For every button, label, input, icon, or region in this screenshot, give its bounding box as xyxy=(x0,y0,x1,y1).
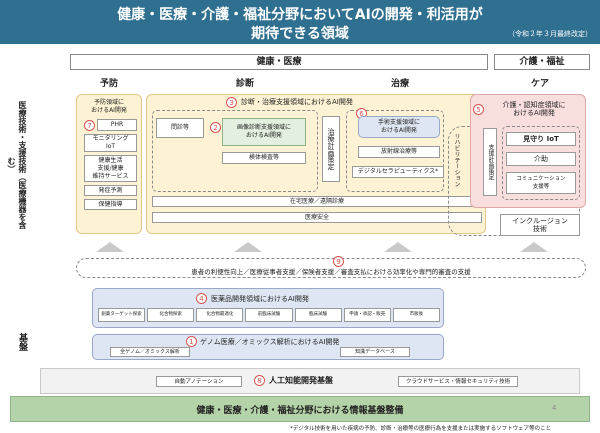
genome-title: ゲノム医療／オミックス解析におけるAI開発 xyxy=(200,338,340,346)
footnote: *デジタル技術を用いた疾病の予防、診断・治療等の医療行為を支援または実施するソフ… xyxy=(290,426,552,432)
page-title: 健康・医療・介護・福祉分野においてAIの開発・利活用が xyxy=(117,7,483,23)
treatment-plan-box: 治療計画策定 xyxy=(322,116,340,182)
item-medical-safety: 医療安全 xyxy=(152,212,482,223)
arrow-treatment xyxy=(384,242,412,252)
item-home-remote: 在宅医療／遠隔診療 xyxy=(152,196,482,207)
imaging-ai-box: 画像診断支援領域に おけるAI開発 xyxy=(222,118,306,146)
item-knowledge-db: 知識データベース xyxy=(340,347,410,357)
side-label-foundation: 基盤 xyxy=(17,333,27,351)
item-onset-prediction: 発症予測 xyxy=(84,185,137,196)
number-3: 3 xyxy=(226,97,237,108)
item-inclusion-tech: インクルージョン 技術 xyxy=(500,214,580,236)
drug-steps: 創薬ターゲット探索 化合物探索 化合物最適化 前臨床試験 臨床試験 申請・承認・… xyxy=(98,308,440,322)
arrow-prevention xyxy=(96,242,124,252)
item-cloud-security: クラウドサービス・情報セキュリティ技術 xyxy=(398,376,518,387)
item-health-guidance: 保健指導 xyxy=(84,199,137,210)
side-label-medical-tech: 医療技術・支援技術（医療機器を含む） xyxy=(7,101,27,229)
support-plan-text: 支援計画策定 xyxy=(487,144,494,180)
number-7: 7 xyxy=(84,120,95,131)
drug-step: 市販後 xyxy=(392,308,440,322)
support-plan-box: 支援計画策定 xyxy=(483,128,497,196)
item-whole-genome: 全ゲノム／オミックス解析 xyxy=(110,347,190,357)
treatment-dashed-group xyxy=(346,110,444,192)
info-base-title: 健康・医療・介護・福祉分野における情報基盤整備 xyxy=(196,405,404,416)
revision-note: （令和２年３月最終改定） xyxy=(508,30,592,38)
number-5: 5 xyxy=(473,104,484,115)
item-interview: 問診等 xyxy=(156,118,204,138)
item-radiation: 放射線治療等 xyxy=(358,146,440,158)
number-2: 2 xyxy=(210,122,221,133)
item-communication: コミュニケーション 支援等 xyxy=(506,172,576,194)
item-phr: PHR xyxy=(97,119,137,131)
drug-step: 申請・承認・販売 xyxy=(343,308,391,322)
item-monitoring-iot: モニタリング IoT xyxy=(84,134,137,152)
page-number: 4 xyxy=(552,404,557,412)
number-9: 9 xyxy=(333,256,344,267)
drug-step: 化合物最適化 xyxy=(196,308,244,322)
column-prevention: 予防 xyxy=(99,79,118,89)
dx-tx-support-label: 診断・治療支援領域におけるAI開発 xyxy=(241,98,353,106)
patient-support-text: 患者の利便性向上／医療従事者支援／保険者支援／審査支払における効率化や専門的審査… xyxy=(191,268,471,276)
title-banner xyxy=(0,0,600,44)
drug-title: 医薬品開発領域におけるAI開発 xyxy=(211,295,309,303)
header-health-medical: 健康・医療 xyxy=(70,54,488,70)
rehab-label: リハビリテーション xyxy=(453,133,460,187)
prevention-title: 予防領域に おけるAI開発 xyxy=(91,99,127,114)
header-care-welfare: 介護・福祉 xyxy=(494,54,590,70)
item-specimen-test: 検体検査等 xyxy=(222,152,306,164)
care-dashed-group xyxy=(502,126,580,200)
item-digital-therapeutics: デジタルセラピューティクス* xyxy=(352,166,444,178)
ai-base-title: 人工知能開発基盤 xyxy=(269,376,333,385)
surgery-ai-box: 手術支援領域に おけるAI開発 xyxy=(358,116,440,138)
diagnosis-dashed-group xyxy=(152,110,318,192)
page-title-line2: 期待できる領域 xyxy=(251,26,349,42)
info-base-banner: 健康・医療・介護・福祉分野における情報基盤整備 xyxy=(10,396,590,422)
number-1: 1 xyxy=(186,336,197,347)
item-watch-iot: 見守り IoT xyxy=(506,132,576,146)
drug-step: 創薬ターゲット探索 xyxy=(98,308,146,322)
column-diagnosis: 診断 xyxy=(235,79,254,89)
number-4: 4 xyxy=(196,293,207,304)
arrow-care xyxy=(520,242,548,252)
treatment-plan-text: 治療計画策定 xyxy=(327,128,335,170)
number-8: 8 xyxy=(254,375,265,386)
drug-step: 化合物探索 xyxy=(147,308,195,322)
item-health-support: 健康生活 支援/健康 維持サービス xyxy=(84,155,137,182)
arrow-diagnosis xyxy=(234,242,262,252)
care-title: 介護・認知症領域に おけるAI開発 xyxy=(502,101,566,117)
item-assist: 介助 xyxy=(506,152,576,166)
column-treatment: 治療 xyxy=(390,79,409,89)
item-auto-annotation: 自動アノテーション xyxy=(156,376,242,387)
patient-support-band xyxy=(76,258,586,278)
drug-step: 臨床試験 xyxy=(294,308,342,322)
column-care: ケア xyxy=(530,79,549,89)
drug-step: 前臨床試験 xyxy=(245,308,293,322)
